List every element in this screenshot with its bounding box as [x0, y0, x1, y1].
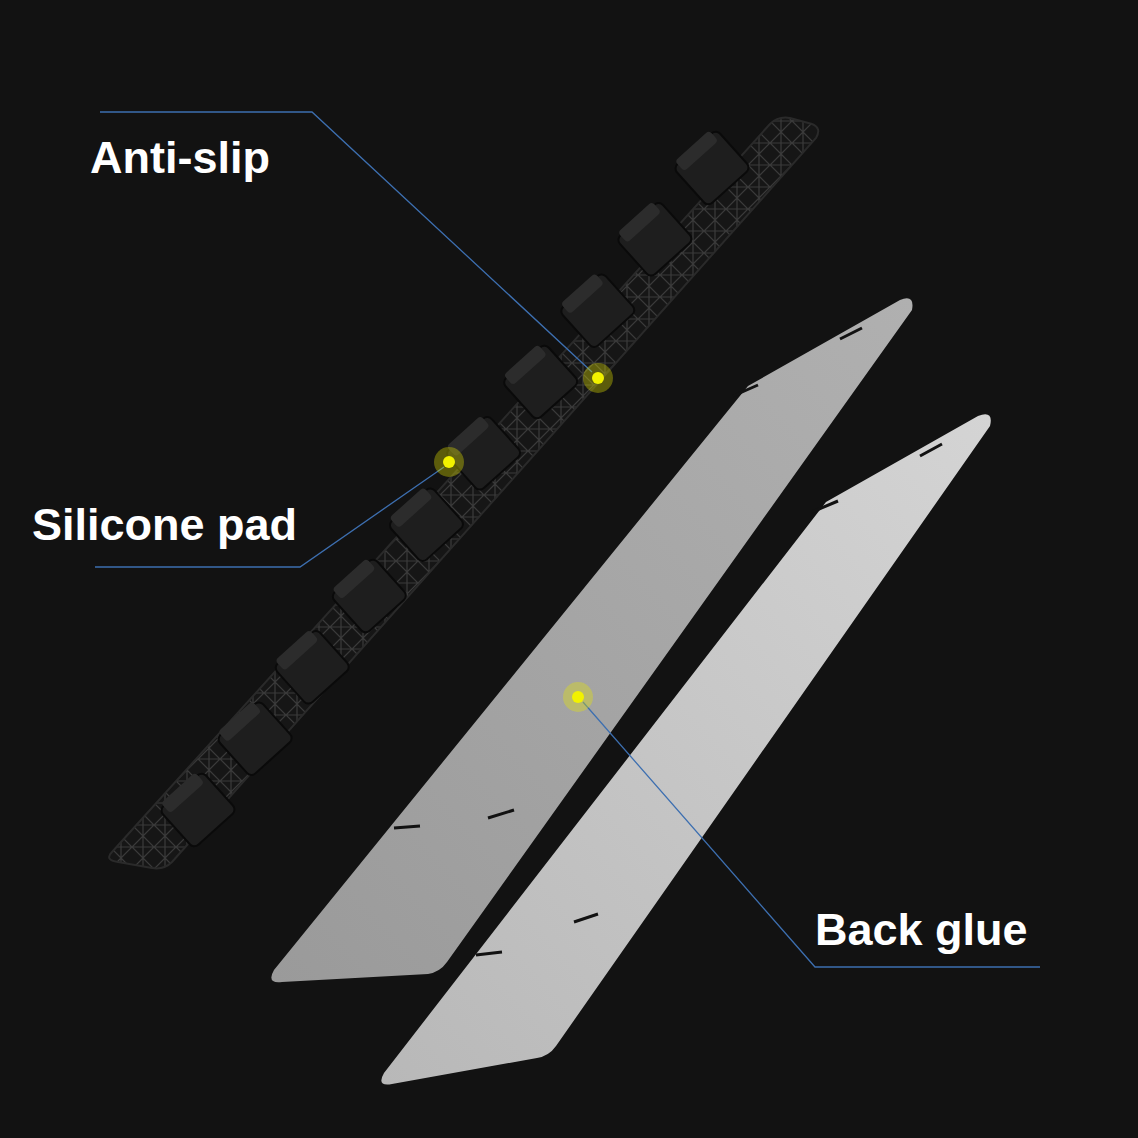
part-label: Silicone pad: [32, 500, 297, 550]
silicone-pad: [271, 626, 352, 706]
part-label: Anti-slip: [90, 133, 270, 183]
silicone-pad: [328, 554, 409, 634]
silicone-strip: [109, 118, 818, 869]
silicone-pad: [670, 126, 751, 206]
silicone-pad: [213, 697, 294, 777]
silicone-pad: [156, 768, 237, 848]
silicone-pad: [556, 269, 637, 349]
silicone-pad: [385, 483, 466, 563]
silicone-pad: [499, 340, 580, 420]
silicone-pads: [156, 126, 751, 848]
part-label: Back glue: [815, 905, 1028, 955]
silicone-pad: [613, 198, 694, 278]
highlight-dot: [434, 363, 613, 712]
